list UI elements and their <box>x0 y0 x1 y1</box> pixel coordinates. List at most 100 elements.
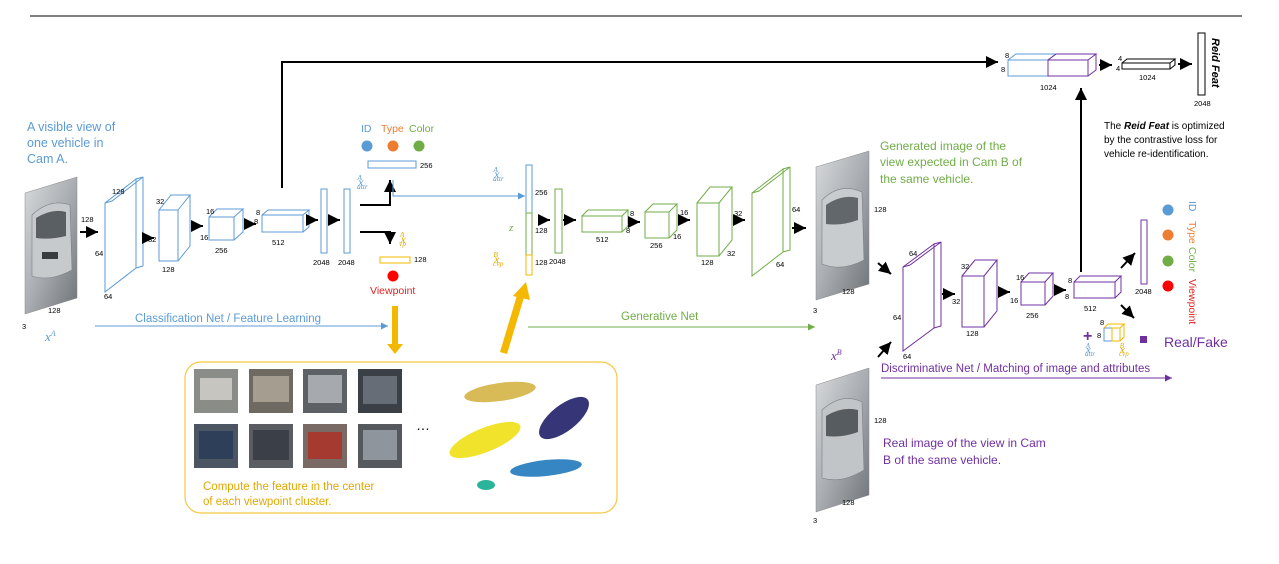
cls-legend-type-dot <box>387 140 399 152</box>
gen-net-label: Generative Net <box>621 311 699 323</box>
disc-b1-dim-b: 64 <box>893 313 901 322</box>
cls-b2-dim-b: 32 <box>148 235 156 244</box>
disc-legend-type-dot <box>1162 229 1174 241</box>
cls-b1-dim-c: 64 <box>104 292 112 301</box>
disc-b4-dim-b: 8 <box>1065 292 1069 301</box>
reid-feat-vector <box>1197 32 1206 96</box>
disc-legend-color: Color <box>1186 247 1198 273</box>
disc-legend-id: ID <box>1186 201 1198 212</box>
cls-b1-dim-a: 128 <box>112 187 125 196</box>
disc-concat-plus: + <box>1083 328 1092 345</box>
reid-note: The Reid Feat is optimized by the contra… <box>1104 121 1225 160</box>
cls-legend-color: Color <box>409 123 435 135</box>
disc-real-caption: Real image of the view in Cam B of the s… <box>883 436 1046 467</box>
disc-legend-id-dot <box>1162 204 1174 216</box>
gen-out-dim-h: 128 <box>842 287 855 296</box>
gen-input-stack <box>525 164 533 276</box>
cls-vp-dim: 128 <box>414 255 427 264</box>
gen-out-dim-w: 128 <box>874 205 887 214</box>
disc-real-fake-label: Real/Fake <box>1164 334 1228 350</box>
cls-viewpoint-label: Viewpoint <box>370 285 415 297</box>
reid-feat-dim: 2048 <box>1194 99 1211 108</box>
cls-block-3 <box>208 208 245 241</box>
disc-legend-color-dot <box>1162 255 1174 267</box>
disc-b3-dim-a: 16 <box>1016 273 1024 282</box>
reid-fc-dim-b: 4 <box>1116 64 1120 73</box>
gen-in-attr-dim: 256 <box>535 188 548 197</box>
cls-b1-dim-b: 64 <box>95 249 103 258</box>
cls-b4-dim-b: 8 <box>254 217 258 226</box>
reid-note-line-2: by the contrastive loss for <box>1104 135 1218 146</box>
gen-b2-dim-c: 256 <box>650 241 663 250</box>
disc-b2-dim-a: 32 <box>961 262 969 271</box>
gen-in-z-dim: 128 <box>535 226 548 235</box>
cls-b3-dim-a: 16 <box>206 207 214 216</box>
gold-arrow-up <box>500 282 530 354</box>
gen-b4-dim-a: 64 <box>792 205 800 214</box>
cls-attr-legend: ID Type Color <box>361 123 435 152</box>
gen-in-cvp-dim: 128 <box>535 258 548 267</box>
cls-attr-vector <box>367 160 417 169</box>
disc-input-var: xB <box>830 348 842 363</box>
disc-block-2 <box>961 259 999 328</box>
cls-fc-1 <box>320 188 328 254</box>
cluster-thumbnails <box>194 369 402 468</box>
gen-out-caption-line-3: the same vehicle. <box>880 172 973 186</box>
cls-vp-vector <box>379 256 411 264</box>
cls-fc-2 <box>343 188 351 254</box>
cluster-caption-line-1: Compute the feature in the center <box>203 481 374 493</box>
input-dim-w: 128 <box>81 215 94 224</box>
reid-concat-dim-c: 1024 <box>1040 83 1057 92</box>
disc-concat-dim-b: 8 <box>1097 331 1101 340</box>
gen-b4-dim-b: 64 <box>776 260 784 269</box>
gen-out-caption: Generated image of the view expected in … <box>880 139 1023 186</box>
cls-net-label: Classification Net / Feature Learning <box>135 313 321 325</box>
disc-legend-viewpoint-dot <box>1162 280 1174 292</box>
disc-b1-dim-c: 64 <box>903 352 911 361</box>
disc-legend-type: Type <box>1186 221 1198 244</box>
real-image-cam-b <box>815 367 870 513</box>
disc-real-dim-w: 128 <box>874 416 887 425</box>
input-caption-line-2: one vehicle in <box>27 136 103 150</box>
input-image-cam-a <box>24 176 78 315</box>
reid-fc-dim-c: 1024 <box>1139 73 1156 82</box>
disc-b3-dim-b: 16 <box>1010 296 1018 305</box>
gen-fc <box>554 188 563 254</box>
cluster-box <box>184 361 618 514</box>
cls-viewpoint-dot <box>387 270 399 282</box>
reid-skip-arrow <box>281 56 998 188</box>
cls-legend-type: Type <box>381 123 404 135</box>
disc-fc <box>1140 219 1148 285</box>
input-dim-c: 3 <box>22 322 26 331</box>
gen-out-caption-line-2: view expected in Cam B of <box>880 155 1023 169</box>
cluster-scatter <box>449 381 589 490</box>
gen-fc-dim: 2048 <box>549 257 566 266</box>
generated-image <box>815 150 870 301</box>
disc-concat-block <box>1103 323 1126 342</box>
disc-real-dim-c: 3 <box>813 516 817 525</box>
cls-fc1-dim: 2048 <box>313 258 330 267</box>
gen-block-4 <box>751 166 791 278</box>
cluster-caption: Compute the feature in the center of eac… <box>203 481 374 508</box>
disc-attr-legend: ID Type Color Viewpoint <box>1162 201 1198 324</box>
cluster-caption-line-2: of each viewpoint cluster. <box>203 496 332 508</box>
disc-b2-dim-c: 128 <box>966 329 979 338</box>
reid-note-line-3: vehicle re-identification. <box>1104 149 1209 160</box>
cls-block-4 <box>261 209 311 233</box>
input-caption-line-3: Cam A. <box>27 152 68 166</box>
input-caption: A visible view of one vehicle in Cam A. <box>27 120 116 166</box>
disc-output-square <box>1140 336 1147 343</box>
gen-b1-dim-c: 512 <box>596 235 609 244</box>
cls-fc2-dim: 2048 <box>338 258 355 267</box>
disc-legend-viewpoint: Viewpoint <box>1186 279 1198 324</box>
disc-b4-dim-c: 512 <box>1084 304 1097 313</box>
disc-real-caption-line-1: Real image of the view in Cam <box>883 436 1046 450</box>
disc-b2-dim-b: 32 <box>952 297 960 306</box>
disc-real-caption-line-2: B of the same vehicle. <box>883 453 1001 467</box>
gen-in-z-label: z <box>508 222 514 234</box>
reid-fc-dim-a: 4 <box>1118 54 1122 63</box>
